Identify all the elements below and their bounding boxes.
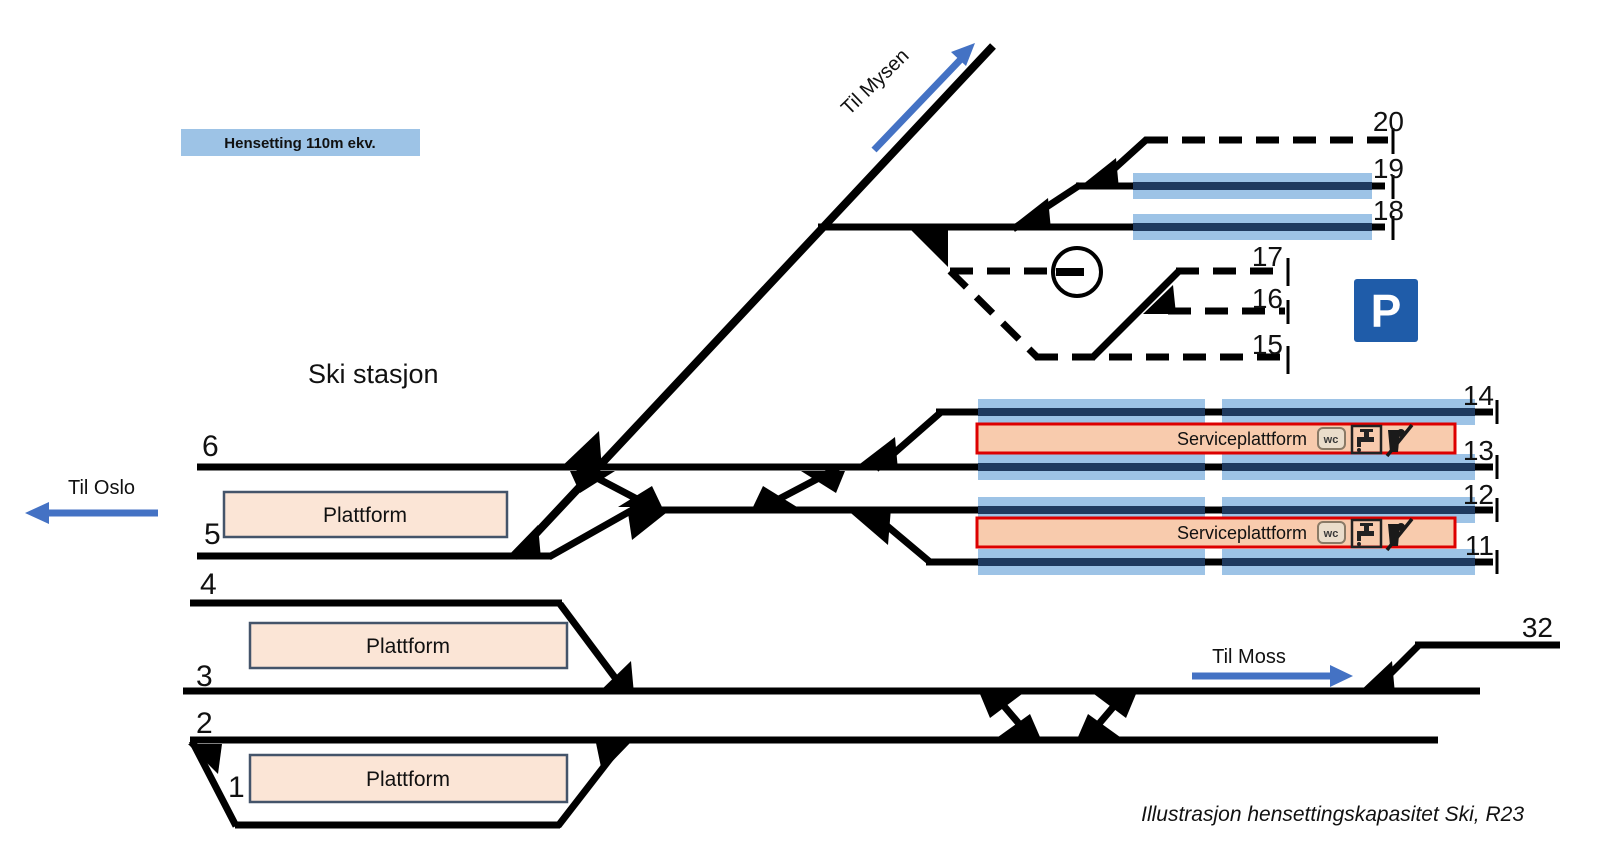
mysen-arrow-head [951, 43, 975, 66]
moss-arrow-head [1330, 665, 1353, 687]
service-platform-2: Serviceplattform wc [975, 516, 1457, 552]
mysen-label: Til Mysen [837, 45, 913, 120]
circle-symbol-dash [1056, 268, 1084, 276]
track-number-11: 11 [1465, 530, 1494, 561]
track-number-5: 5 [204, 518, 221, 551]
track-number-13: 13 [1463, 435, 1494, 466]
switch-wedge [570, 471, 615, 493]
wc-icon [1317, 427, 1346, 450]
track-number-19: 19 [1373, 153, 1404, 184]
track-number-15: 15 [1252, 329, 1283, 360]
track5-to-12-connector [547, 505, 636, 561]
service-platform-box [975, 516, 1457, 549]
platform-label: Plattform [323, 504, 407, 527]
direction-moss: Til Moss [1192, 646, 1353, 687]
switch-wedge [1077, 158, 1119, 189]
track-end-ticks [1286, 128, 1499, 574]
track-numbers: 20 19 18 17 16 15 14 13 12 11 32 6 5 4 3… [196, 106, 1553, 804]
wc-icon-label: wc [1323, 528, 1339, 540]
track-number-20: 20 [1373, 106, 1404, 137]
oslo-label: Til Oslo [68, 477, 135, 499]
station-title: Ski stasjon [308, 359, 439, 389]
platform-label: Plattform [366, 768, 450, 791]
track-number-17: 17 [1252, 241, 1283, 272]
switch-wedge [905, 224, 948, 267]
switch-wedge [505, 525, 541, 559]
track-number-32: 32 [1522, 612, 1553, 643]
yard-17-to-15-diagonal [947, 268, 1041, 361]
switch-wedge [1143, 285, 1176, 314]
dashed-track-lines [947, 136, 1388, 361]
switch-wedge [852, 437, 898, 470]
track-number-2: 2 [196, 707, 213, 740]
switch-wedge [1007, 198, 1051, 230]
track-number-12: 12 [1463, 479, 1494, 510]
platforms: Plattform Plattform Plattform [222, 490, 569, 804]
platform-box-3-4 [248, 621, 569, 670]
platform-label: Plattform [366, 635, 450, 658]
oslo-arrow-head [25, 502, 49, 524]
parking-sign: P [1354, 279, 1418, 342]
parking-sign-box [1354, 279, 1418, 342]
track-number-14: 14 [1463, 380, 1494, 411]
service-icons: wc [1317, 517, 1414, 552]
caption: Illustrasjon hensettingskapasitet Ski, R… [1141, 803, 1524, 826]
platform-box-5-6 [222, 490, 509, 539]
switch-wedge [980, 694, 1022, 718]
switch-wedge [618, 486, 662, 507]
track-number-1: 1 [228, 771, 245, 804]
hensetting-bands [978, 173, 1475, 575]
track4-merge-diagonal [557, 601, 628, 694]
switch-wedge [998, 714, 1040, 737]
no-drinking-water-icon [1385, 517, 1414, 552]
wc-icon [1317, 521, 1346, 544]
switch-wedge [188, 744, 222, 774]
switch-wedge [1094, 694, 1136, 718]
switch-wedge [628, 513, 666, 540]
switch-wedge [845, 508, 891, 545]
legend-label: Hensetting 110m ekv. [224, 135, 375, 152]
switch-wedges [188, 158, 1395, 774]
service-icons: wc [1317, 423, 1414, 458]
service-platform-label: Serviceplattform [1177, 429, 1307, 449]
track17-circle-symbol [1051, 246, 1103, 298]
switch-wedge [1357, 661, 1395, 694]
moss-label: Til Moss [1212, 646, 1286, 668]
mysen-arrow-shaft [871, 55, 965, 153]
track-number-6: 6 [202, 430, 219, 463]
water-tap-icon [1350, 518, 1383, 549]
service-platform-1: Serviceplattform wc [975, 422, 1457, 458]
service-platform-label: Serviceplattform [1177, 523, 1307, 543]
track-number-3: 3 [196, 660, 213, 693]
service-platform-box [975, 422, 1457, 455]
platform-box-1-2 [248, 753, 569, 804]
switch-wedge [596, 743, 630, 772]
direction-oslo: Til Oslo [25, 477, 158, 524]
parking-sign-letter: P [1371, 285, 1402, 337]
wc-icon-label: wc [1323, 434, 1339, 446]
track-number-16: 16 [1252, 283, 1283, 314]
switch-wedge [558, 431, 602, 470]
switch-wedge [1078, 714, 1120, 737]
no-drinking-water-icon [1385, 423, 1414, 458]
switch-wedge [801, 471, 845, 493]
water-tap-icon [1350, 424, 1383, 455]
track-number-18: 18 [1373, 195, 1404, 226]
track-number-4: 4 [200, 568, 217, 601]
legend-swatch [181, 129, 420, 156]
hensetting-legend: Hensetting 110m ekv. [181, 129, 420, 156]
hensetting-band-core-lines [978, 182, 1475, 566]
switch-wedge [753, 486, 797, 507]
yard-15-to-17-diagonal [1089, 268, 1182, 361]
switch-wedge [597, 661, 634, 694]
